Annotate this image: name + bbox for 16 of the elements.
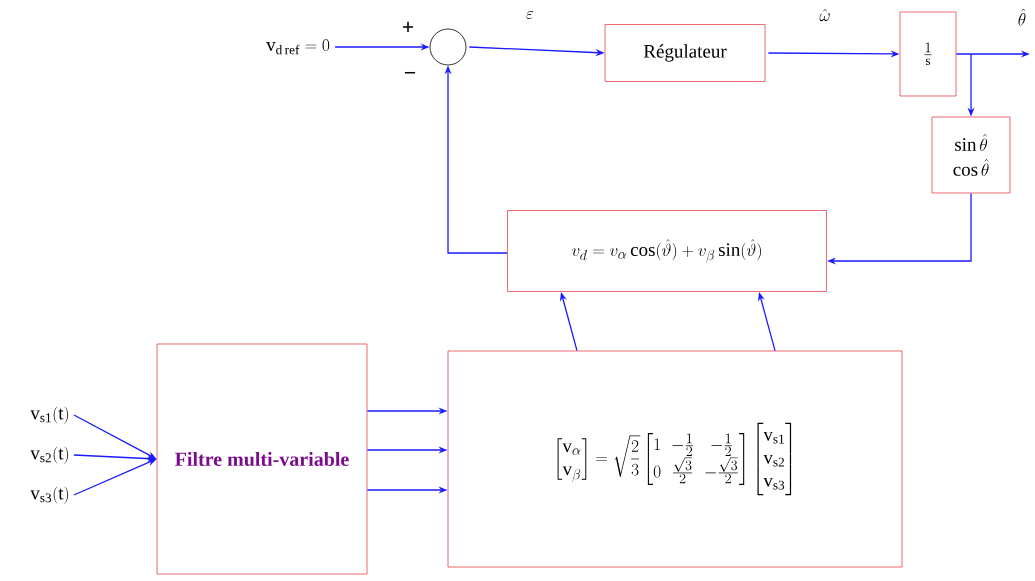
edge-label: $\varepsilon$ <box>525 10 535 20</box>
block-box: $\frac{1}{\mathrm{s}}$ <box>899 11 957 97</box>
edge-label: $\hat{\theta}$ <box>1016 7 1028 27</box>
edge-label: $\hat{\omega}$ <box>818 8 832 22</box>
input-label: $\mathrm{v}_{\mathrm{s2}}(\mathrm{t})$ <box>30 446 69 464</box>
block-box: Régulateur <box>604 24 766 82</box>
sign-label: − <box>404 71 416 74</box>
block-box: $v_d = v_\alpha \cos(\hat{\vartheta}) + v_\beta \sin(\hat{\vartheta})$ <box>507 210 827 292</box>
sign-label: + <box>402 21 414 33</box>
filter-box: Filtre multi-variable <box>156 343 368 575</box>
input-label: $\mathrm{v}_{\mathrm{s3}}(\mathrm{t})$ <box>30 486 69 504</box>
matrix-box: $\begin{bmatrix}\mathrm{v}_\alpha\\ \mathrm{v}_\beta\end{bmatrix}=\sqrt{\frac{2}{3}}\begin{bmatrix}1 & -\frac{1}{2} & -\frac{1}{2}\\ 0 & \frac{\sqrt{3}}{2} & -\frac{\sqrt{3}}{2}\end{bmatrix}\begin{bmatrix}\mathrm{v}_{\mathrm{s1}}\\ \mathrm{v}_{\mathrm{s2}}\\ \mathrm{v}_{\mathrm{s3}}\end{bmatrix}$ <box>447 350 903 568</box>
input-label: $\mathrm{v}_{\mathrm{s1}}(\mathrm{t})$ <box>30 406 69 424</box>
block-box: $\sin\hat{\theta}$ $\cos\hat{\theta}$ <box>931 116 1011 194</box>
summing-junction <box>429 28 467 66</box>
input-label: $\mathrm{v}_{\mathrm{d\,ref}} = 0$ <box>266 39 330 55</box>
